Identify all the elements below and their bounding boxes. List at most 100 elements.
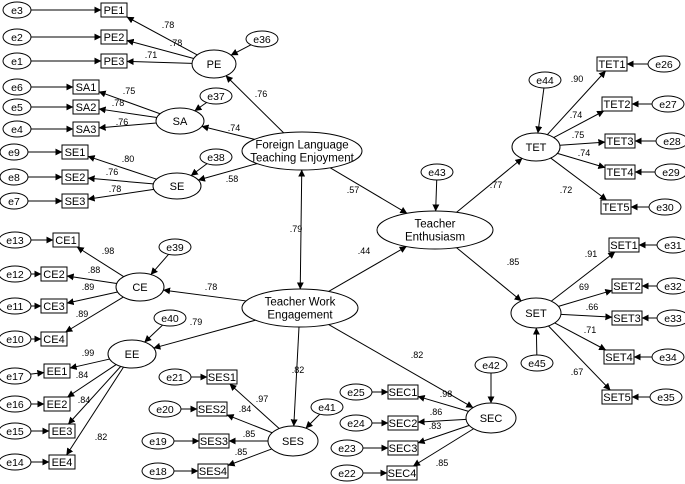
error-term-e7: e7 [0,192,29,210]
path-e37-to-sa [194,102,207,112]
path-coefficient-set-set5: .67 [571,367,584,377]
node-label: e42 [482,360,500,372]
latent-pe: PE [191,49,237,79]
node-label: SET [525,308,547,320]
node-label: e18 [149,466,167,478]
path-coefficient-se-se3: .78 [109,184,122,194]
node-label: PE [207,59,222,71]
node-label: SA3 [76,124,97,136]
path-ses-to-ses1 [229,383,280,429]
node-label: e30 [656,202,674,214]
node-label: EE [125,349,140,361]
error-term-e37: e37 [199,87,233,105]
path-coefficient-set-set2: 69 [579,282,589,292]
path-flte-to-sa [201,124,255,140]
latent-sa: SA [155,107,205,135]
path-e43-to-te [432,179,440,212]
node-label: SEC4 [388,468,417,480]
node-label: e16 [6,399,24,411]
path-coefficient-ee-ee3: .84 [78,395,91,405]
path-e36-to-pe [230,44,252,56]
path-coefficient-set-set1: .91 [585,249,598,259]
path-flte-to-te [329,167,408,214]
path-flte-to-twe [296,169,306,290]
path-coefficient-twe-ce: .78 [205,282,218,292]
node-label: e15 [6,426,24,438]
latent-set: SET [510,297,562,329]
error-term-e3: e3 [2,1,32,19]
path-e44-to-tet [535,87,545,134]
error-term-e24: e24 [339,414,373,432]
indicator-set2: SET2 [611,278,643,294]
path-coefficient-sa-sa2: .78 [112,98,125,108]
node-label: Teaching Enjoyment [250,153,354,165]
indicator-sec2: SEC2 [387,415,419,431]
path-te-to-set [456,247,522,302]
path-twe-to-ce [163,287,247,302]
node-label: SES3 [200,436,228,448]
path-set-to-set4 [554,322,607,351]
path-coefficient-tet-tet5: .72 [560,185,573,195]
indicator-sec3: SEC3 [387,440,419,456]
error-term-e2: e2 [2,28,32,46]
error-term-e15: e15 [0,422,32,440]
indicator-ee4: EE4 [48,454,76,470]
indicator-pe2: PE2 [100,29,128,45]
path-e45-to-set [532,327,540,356]
error-term-e9: e9 [0,143,29,161]
path-set-to-set3 [560,313,613,321]
path-coefficient-tet-tet3: .75 [572,130,585,140]
indicator-ce1: CE1 [52,232,80,248]
error-term-e18: e18 [141,462,175,480]
node-label: e11 [7,301,24,313]
path-ee-to-ee4 [66,366,124,456]
error-term-e8: e8 [0,168,29,186]
node-label: e43 [428,167,446,179]
path-ce-to-ce4 [65,296,124,333]
error-term-e1: e1 [2,52,32,70]
path-ee-to-ee2 [67,364,117,398]
indicator-set4: SET4 [603,349,635,365]
node-label: TET4 [607,167,634,179]
path-coefficient-ce-ce4: .89 [76,309,89,319]
error-term-e25: e25 [339,383,373,401]
path-coefficient-twe-sec: .82 [411,350,424,360]
node-label: e3 [11,5,23,17]
path-coefficient-flte-pe: .76 [255,89,268,99]
node-label: e38 [207,152,225,164]
path-ce-to-ce1 [76,246,125,278]
node-label: EE2 [47,399,68,411]
indicator-set1: SET1 [608,237,640,253]
node-label: Teacher [415,219,456,231]
path-coefficient-ce-ce1: .98 [102,246,115,256]
node-label: e41 [318,402,336,414]
node-label: Engagement [267,310,333,322]
error-term-e39: e39 [158,238,192,256]
error-term-e36: e36 [245,30,279,48]
path-tet-to-tet2 [553,110,605,139]
path-se-to-se3 [87,188,154,202]
node-label: SA1 [76,82,97,94]
node-label: e1 [11,56,23,68]
path-coefficient-flte-se: .58 [226,174,239,184]
node-label: e26 [655,59,673,71]
indicator-ses2: SES2 [196,401,228,417]
node-label: e45 [528,358,546,370]
latent-se: SE [152,172,202,200]
error-term-e11: e11 [0,297,32,315]
error-term-e12: e12 [0,265,32,283]
node-label: SE [170,181,185,193]
path-tet-to-tet4 [557,152,606,169]
path-set-to-set1 [551,251,616,302]
error-term-e45: e45 [520,354,554,372]
node-label: SE1 [65,147,86,159]
path-coefficient-sec-sec4: .85 [436,458,449,468]
node-label: e2 [11,32,23,44]
node-label: SES1 [208,372,236,384]
node-label: EE3 [52,426,73,438]
path-flte-to-se [197,163,258,182]
latent-ce: CE [115,272,165,302]
node-label: e20 [156,404,174,416]
error-term-e35: e35 [649,388,683,406]
